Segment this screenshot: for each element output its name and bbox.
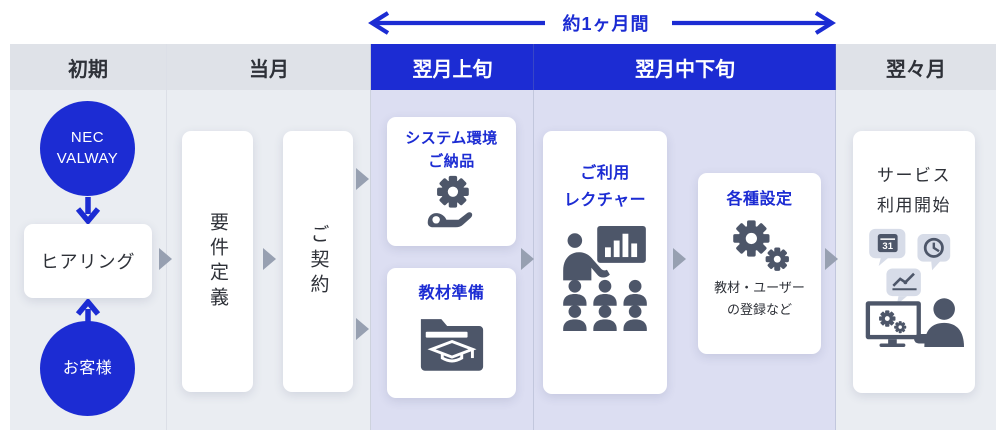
phase-header-label: 翌月中下旬 <box>635 58 735 81</box>
hearing-box: ヒアリング <box>24 224 152 298</box>
settings-title: 各種設定 <box>726 191 793 208</box>
contract-box: ご契約 <box>283 131 353 392</box>
phase-header-label: 初期 <box>68 58 108 81</box>
service-start-box: サービス 利用開始 31 <box>853 131 975 393</box>
training-folder-icon <box>420 319 483 371</box>
phase-header-label: 翌月上旬 <box>412 58 493 81</box>
system-delivery-title-line2: ご納品 <box>428 152 475 170</box>
phase-header-early-next-month: 翌月上旬 <box>371 44 534 90</box>
settings-note-line1: 教材・ユーザー <box>714 280 805 296</box>
system-delivery-box: システム環境 ご納品 <box>387 117 516 246</box>
flow-arrow-icon <box>673 248 686 270</box>
settings-note: 教材・ユーザー の登録など <box>714 277 805 320</box>
lecture-title-line1: ご利用 <box>580 165 630 182</box>
duration-span-arrow-icon <box>368 11 836 35</box>
phase-header-mid-late-next-month: 翌月中下旬 <box>534 44 836 90</box>
gears-icon <box>732 220 789 272</box>
lecture-presentation-icon <box>563 226 647 332</box>
provider-circle: NEC VALWAY <box>40 101 135 196</box>
duration-label: 約1ヶ月間 <box>562 14 650 34</box>
arrow-down-icon <box>75 197 101 224</box>
hearing-label: ヒアリング <box>40 252 136 272</box>
phase-header-month-after-next: 翌々月 <box>836 44 996 90</box>
system-delivery-title-line1: システム環境 <box>405 130 498 147</box>
provider-label-line2: VALWAY <box>56 149 119 167</box>
provider-label-line1: NEC <box>70 129 105 147</box>
system-delivery-title: システム環境 ご納品 <box>405 128 498 173</box>
settings-box: 各種設定 <box>698 173 821 354</box>
service-start-title: サービス 利用開始 <box>877 161 951 222</box>
contract-label: ご契約 <box>307 224 329 299</box>
settings-note-line2: の登録など <box>726 301 792 317</box>
flow-arrow-icon <box>356 318 369 340</box>
calendar-day-label: 31 <box>882 241 893 252</box>
requirements-label: 要件定義 <box>207 211 228 312</box>
phase-header-initial: 初期 <box>10 44 166 90</box>
calendar-icon: 31 <box>877 233 898 252</box>
phase-header-label: 翌々月 <box>886 58 946 81</box>
flow-arrow-icon <box>521 248 534 270</box>
lecture-box: ご利用 レクチャー <box>543 131 667 394</box>
phase-header-label: 当月 <box>249 58 289 81</box>
monitor-icon <box>865 300 921 347</box>
flow-arrow-icon <box>263 248 276 270</box>
lecture-title-line2: レクチャー <box>563 192 647 210</box>
materials-title: 教材準備 <box>418 285 485 302</box>
flow-arrow-icon <box>825 248 838 270</box>
customer-circle: お客様 <box>40 321 135 416</box>
service-start-title-line2: 利用開始 <box>877 196 951 216</box>
person-at-desk-icon: 31 <box>865 228 964 347</box>
requirements-box: 要件定義 <box>182 131 253 392</box>
chart-icon <box>892 272 917 290</box>
phase-header-current-month: 当月 <box>167 44 371 90</box>
service-start-title-line1: サービス <box>877 166 951 185</box>
lecture-title: ご利用 レクチャー <box>564 160 646 214</box>
flow-arrow-icon <box>356 168 369 190</box>
gear-on-hand-icon <box>427 175 472 228</box>
person-icon <box>914 297 964 347</box>
customer-label: お客様 <box>62 359 113 377</box>
clock-icon <box>923 237 944 258</box>
flow-arrow-icon <box>159 248 172 270</box>
materials-box: 教材準備 <box>387 268 516 398</box>
